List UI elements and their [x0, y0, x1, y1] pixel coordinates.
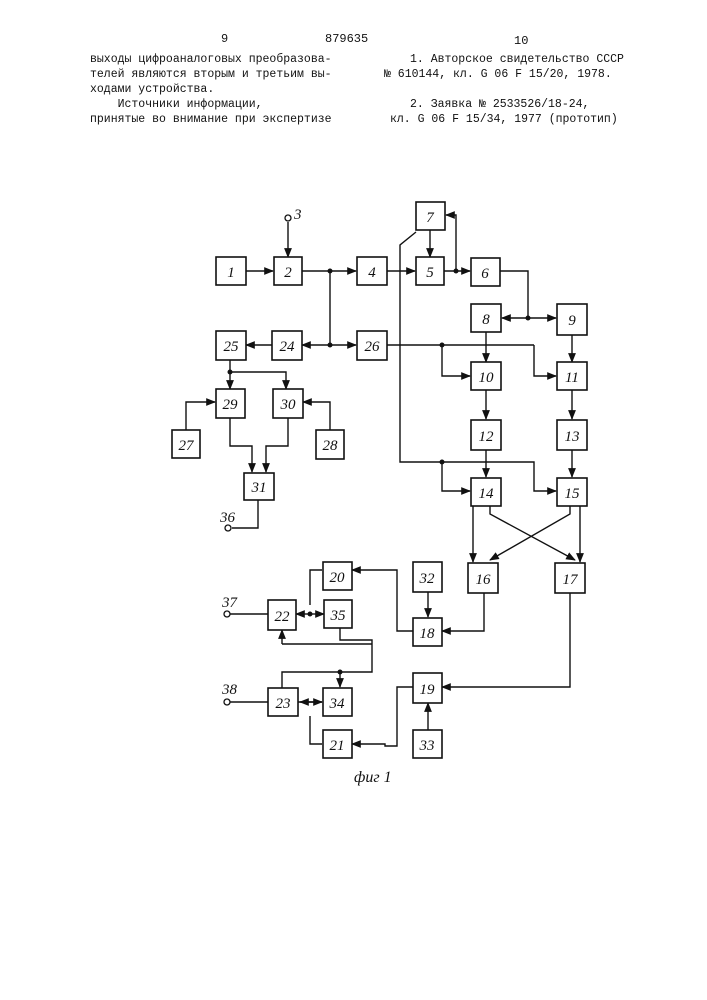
block-24: 24	[272, 331, 302, 360]
block-33: 33	[413, 730, 442, 758]
block-29: 29	[216, 389, 245, 418]
terminal-3-label: 3	[293, 207, 302, 223]
svg-text:24: 24	[280, 339, 296, 355]
block-2: 2	[274, 257, 302, 285]
svg-text:5: 5	[426, 265, 434, 281]
block-12: 12	[471, 420, 501, 450]
svg-text:4: 4	[368, 265, 376, 281]
svg-text:26: 26	[365, 339, 381, 355]
svg-text:8: 8	[482, 312, 490, 328]
svg-text:10: 10	[479, 370, 495, 386]
block-18: 18	[413, 618, 442, 646]
block-6: 6	[471, 258, 500, 286]
block-32: 32	[413, 562, 442, 592]
svg-text:33: 33	[419, 738, 435, 754]
svg-text:28: 28	[323, 438, 339, 454]
svg-text:31: 31	[251, 480, 267, 496]
block-15: 15	[557, 478, 587, 506]
svg-text:21: 21	[330, 738, 345, 754]
svg-text:13: 13	[565, 429, 580, 445]
svg-text:17: 17	[563, 572, 580, 588]
block-25: 25	[216, 331, 246, 360]
svg-text:22: 22	[275, 609, 291, 625]
block-17: 17	[555, 563, 585, 593]
svg-text:12: 12	[479, 429, 495, 445]
block-7: 7	[416, 202, 445, 230]
block-28: 28	[316, 430, 344, 459]
svg-text:15: 15	[565, 486, 581, 502]
block-23: 23	[268, 688, 298, 716]
svg-text:34: 34	[329, 696, 346, 712]
svg-text:14: 14	[479, 486, 495, 502]
block-27: 27	[172, 430, 200, 458]
svg-text:2: 2	[284, 265, 292, 281]
block-8: 8	[471, 304, 501, 332]
svg-text:20: 20	[330, 570, 346, 586]
svg-text:18: 18	[420, 626, 436, 642]
svg-text:1: 1	[227, 265, 235, 281]
block-5: 5	[416, 257, 444, 285]
block-30: 30	[273, 389, 303, 418]
figure-caption: фиг 1	[354, 769, 392, 786]
block-22: 22	[268, 600, 296, 630]
terminal-37-label: 37	[221, 595, 239, 611]
svg-text:32: 32	[419, 571, 436, 587]
terminal-36-label: 36	[219, 510, 236, 526]
block-16: 16	[468, 563, 498, 593]
terminal-38-label: 38	[221, 682, 238, 698]
svg-text:11: 11	[565, 370, 579, 386]
block-1: 1	[216, 257, 246, 285]
svg-text:9: 9	[568, 313, 576, 329]
svg-text:30: 30	[280, 397, 297, 413]
block-35: 35	[324, 600, 352, 628]
block-13: 13	[557, 420, 587, 450]
svg-text:16: 16	[476, 572, 492, 588]
svg-text:19: 19	[420, 682, 436, 698]
block-14: 14	[471, 478, 501, 506]
block-10: 10	[471, 362, 501, 390]
svg-text:29: 29	[223, 397, 239, 413]
svg-text:6: 6	[481, 266, 489, 282]
svg-text:25: 25	[224, 339, 240, 355]
block-34: 34	[323, 688, 352, 716]
block-21: 21	[323, 730, 352, 758]
svg-text:35: 35	[330, 608, 347, 624]
block-31: 31	[244, 473, 274, 500]
block-4: 4	[357, 257, 387, 285]
block-26: 26	[357, 331, 387, 360]
svg-text:23: 23	[276, 696, 291, 712]
block-19: 19	[413, 673, 442, 703]
block-11: 11	[557, 362, 587, 390]
svg-text:27: 27	[179, 438, 196, 454]
block-20: 20	[323, 562, 352, 590]
block-9: 9	[557, 304, 587, 335]
